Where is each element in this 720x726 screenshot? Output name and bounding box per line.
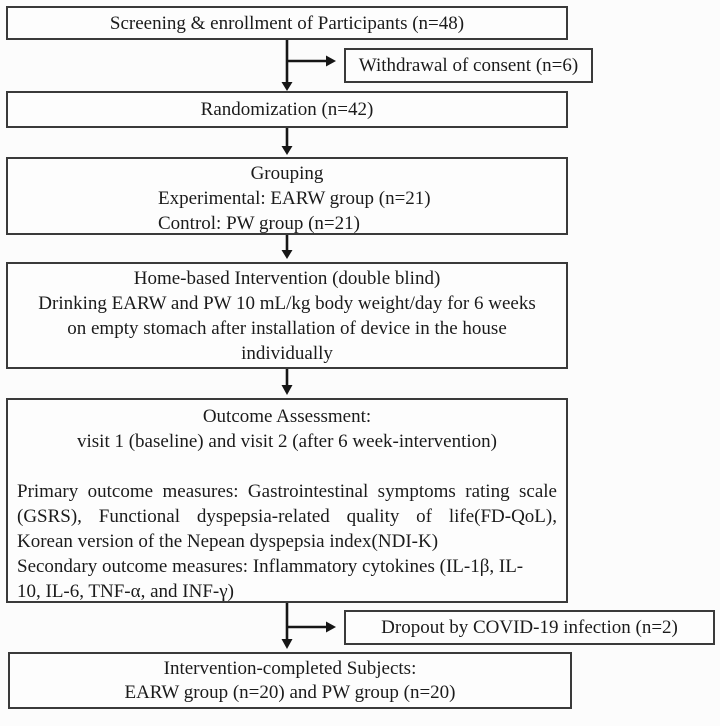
intervention-line-2: Drinking EARW and PW 10 mL/kg body weigh… bbox=[38, 293, 536, 314]
arrow-outcome-to-completed bbox=[281, 603, 293, 649]
outcome-heading-1: Outcome Assessment: bbox=[202, 406, 372, 427]
withdrawal-label: Withdrawal of consent (n=6) bbox=[358, 55, 579, 76]
dropout-label: Dropout by COVID-19 infection (n=2) bbox=[381, 617, 678, 638]
arrow-screening-to-randomization bbox=[281, 40, 293, 91]
completed-line-1: Intervention-completed Subjects: bbox=[163, 658, 417, 679]
arrow-grouping-to-intervention bbox=[281, 235, 293, 259]
arrow-randomization-to-grouping bbox=[281, 128, 293, 155]
screening-enrollment-label: Screening & enrollment of Participants (… bbox=[109, 12, 465, 34]
grouping-control-line: Control: PW group (n=21) bbox=[158, 213, 360, 234]
arrow-intervention-to-outcome bbox=[281, 369, 293, 395]
randomization-label: Randomization (n=42) bbox=[200, 99, 374, 120]
screening-enrollment-box: Screening & enrollment of Participants (… bbox=[6, 6, 568, 40]
randomization-box: Randomization (n=42) bbox=[6, 91, 568, 128]
intervention-box: Home-based Intervention (double blind) D… bbox=[6, 262, 568, 369]
outcome-heading-2: visit 1 (baseline) and visit 2 (after 6 … bbox=[77, 431, 497, 452]
outcome-spacer bbox=[17, 454, 557, 479]
intervention-line-3: on empty stomach after installation of d… bbox=[67, 318, 507, 339]
outcome-primary-line-2: (GSRS), Functional dyspepsia-related qua… bbox=[17, 506, 557, 527]
intervention-line-4: individually bbox=[241, 343, 333, 364]
completed-subjects-box: Intervention-completed Subjects: EARW gr… bbox=[8, 652, 572, 709]
outcome-secondary-line-2: 10, IL-6, TNF-α, and INF-γ) bbox=[17, 581, 234, 602]
grouping-box: Grouping Experimental: EARW group (n=21)… bbox=[6, 157, 568, 235]
withdrawal-box: Withdrawal of consent (n=6) bbox=[344, 48, 593, 83]
dropout-box: Dropout by COVID-19 infection (n=2) bbox=[344, 610, 715, 645]
outcome-secondary-line-1: Secondary outcome measures: Inflammatory… bbox=[17, 556, 524, 577]
completed-line-2: EARW group (n=20) and PW group (n=20) bbox=[124, 682, 456, 703]
outcome-primary-line-3: Korean version of the Nepean dyspepsia i… bbox=[17, 531, 439, 552]
grouping-title: Grouping bbox=[250, 163, 324, 184]
intervention-line-1: Home-based Intervention (double blind) bbox=[133, 268, 441, 289]
outcome-primary-line-1: Primary outcome measures: Gastrointestin… bbox=[17, 481, 557, 502]
grouping-experimental-line: Experimental: EARW group (n=21) bbox=[158, 188, 431, 209]
outcome-assessment-box: Outcome Assessment: visit 1 (baseline) a… bbox=[6, 398, 568, 603]
arrow-branch-to-withdrawal bbox=[287, 55, 336, 67]
arrow-branch-to-dropout bbox=[287, 621, 336, 633]
